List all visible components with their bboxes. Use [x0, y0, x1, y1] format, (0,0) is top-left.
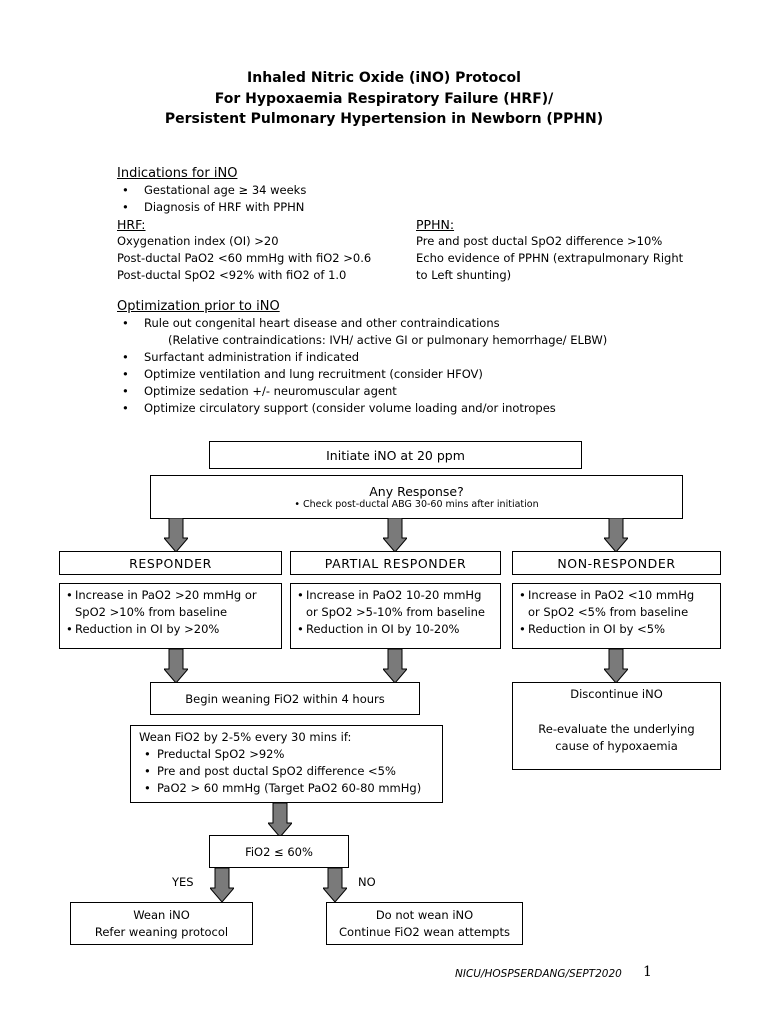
partial-criterion: Increase in PaO2 10-20 mmHg: [297, 587, 494, 604]
continue-fio2-text: Continue FiO2 wean attempts: [339, 924, 510, 939]
down-arrow-icon: [383, 649, 407, 683]
wean-criterion: Preductal SpO2 >92%: [139, 746, 434, 763]
begin-weaning-text: Begin weaning FiO2 within 4 hours: [185, 691, 385, 706]
non-responder-criteria-box: Increase in PaO2 <10 mmHg or SpO2 <5% fr…: [512, 583, 721, 649]
pphn-criterion: Pre and post ductal SpO2 difference >10%: [416, 234, 663, 248]
down-arrow-icon: [604, 518, 628, 552]
begin-weaning-box: Begin weaning FiO2 within 4 hours: [150, 682, 420, 715]
wean-ino-box: Wean iNO Refer weaning protocol: [70, 902, 253, 945]
optimization-item: Optimize circulatory support (consider v…: [117, 400, 607, 417]
down-arrow-icon: [268, 803, 292, 837]
indications-heading: Indications for iNO: [117, 166, 238, 181]
fio2-check-box: FiO2 ≤ 60%: [209, 835, 349, 868]
optimization-subnote: (Relative contraindications: IVH/ active…: [168, 333, 608, 347]
optimization-item: Surfactant administration if indicated: [117, 349, 607, 366]
discontinue-text: Discontinue iNO: [570, 687, 663, 701]
no-label: NO: [358, 875, 376, 889]
optimization-list: Rule out congenital heart disease and ot…: [117, 315, 607, 417]
responder-criterion: Increase in PaO2 >20 mmHg or: [66, 587, 275, 604]
non-criterion-cont: or SpO2 <5% from baseline: [528, 605, 689, 619]
responder-criteria-box: Increase in PaO2 >20 mmHg or SpO2 >10% f…: [59, 583, 282, 649]
wean-fio2-heading: Wean FiO2 by 2-5% every 30 mins if:: [139, 730, 352, 744]
non-criterion: Reduction in OI by <5%: [519, 621, 714, 638]
wean-criterion: PaO2 > 60 mmHg (Target PaO2 60-80 mmHg): [139, 780, 434, 797]
document-title-line3: Persistent Pulmonary Hypertension in New…: [164, 111, 604, 127]
indication-item: Gestational age ≥ 34 weeks: [117, 182, 306, 199]
responder-criterion-cont: SpO2 >10% from baseline: [75, 605, 228, 619]
initiate-ino-text: Initiate iNO at 20 ppm: [326, 447, 465, 463]
fio2-check-text: FiO2 ≤ 60%: [245, 844, 313, 859]
page-number: 1: [643, 964, 652, 980]
any-response-text: Any Response?: [369, 484, 464, 499]
optimization-item: Rule out congenital heart disease and ot…: [117, 315, 607, 332]
check-abg-text: • Check post-ductal ABG 30-60 mins after…: [294, 499, 539, 510]
any-response-box: Any Response? • Check post-ductal ABG 30…: [150, 475, 683, 519]
document-title-line1: Inhaled Nitric Oxide (iNO) Protocol: [247, 70, 521, 86]
reevaluate-text: Re-evaluate the underlying: [538, 722, 695, 736]
responder-header: RESPONDER: [59, 551, 282, 575]
hrf-criterion: Post-ductal PaO2 <60 mmHg with fiO2 >0.6: [117, 251, 372, 265]
optimization-item: Optimize sedation +/- neuromuscular agen…: [117, 383, 607, 400]
down-arrow-icon: [383, 518, 407, 552]
do-not-wean-text: Do not wean iNO: [375, 907, 474, 922]
down-arrow-icon: [164, 518, 188, 552]
optimization-heading: Optimization prior to iNO: [117, 299, 280, 314]
partial-responder-criteria-box: Increase in PaO2 10-20 mmHg or SpO2 >5-1…: [290, 583, 501, 649]
responder-label: RESPONDER: [129, 555, 212, 571]
refer-weaning-text: Refer weaning protocol: [94, 924, 229, 939]
pphn-heading: PPHN:: [416, 217, 455, 232]
down-arrow-icon: [210, 868, 234, 902]
wean-criterion: Pre and post ductal SpO2 difference <5%: [139, 763, 434, 780]
down-arrow-icon: [164, 649, 188, 683]
indication-item: Diagnosis of HRF with PPHN: [117, 199, 306, 216]
wean-fio2-box: Wean FiO2 by 2-5% every 30 mins if: Pred…: [130, 725, 443, 803]
do-not-wean-box: Do not wean iNO Continue FiO2 wean attem…: [326, 902, 523, 945]
down-arrow-icon: [604, 649, 628, 683]
partial-criterion-cont: or SpO2 >5-10% from baseline: [306, 605, 485, 619]
partial-responder-header: PARTIAL RESPONDER: [290, 551, 501, 575]
non-responder-label: NON-RESPONDER: [557, 555, 676, 571]
yes-label: YES: [172, 875, 194, 889]
pphn-criterion: to Left shunting): [416, 268, 512, 282]
non-criterion: Increase in PaO2 <10 mmHg: [519, 587, 714, 604]
wean-ino-text: Wean iNO: [133, 907, 190, 922]
hrf-criterion: Post-ductal SpO2 <92% with fiO2 of 1.0: [117, 268, 347, 282]
discontinue-box: Discontinue iNO Re-evaluate the underlyi…: [512, 682, 721, 770]
initiate-ino-box: Initiate iNO at 20 ppm: [209, 441, 582, 469]
partial-criterion: Reduction in OI by 10-20%: [297, 621, 494, 638]
hrf-heading: HRF:: [117, 217, 146, 232]
hrf-criterion: Oxygenation index (OI) >20: [117, 234, 279, 248]
document-title-line2: For Hypoxaemia Respiratory Failure (HRF)…: [214, 91, 554, 107]
document-code: NICU/HOSPSERDANG/SEPT2020: [455, 968, 622, 980]
pphn-criterion: Echo evidence of PPHN (extrapulmonary Ri…: [416, 251, 684, 265]
reevaluate-text-cont: cause of hypoxaemia: [555, 739, 678, 753]
wean-criteria-list: Preductal SpO2 >92% Pre and post ductal …: [139, 746, 434, 797]
down-arrow-icon: [323, 868, 347, 902]
optimization-item: Optimize ventilation and lung recruitmen…: [117, 366, 607, 383]
partial-responder-label: PARTIAL RESPONDER: [324, 555, 467, 571]
non-responder-header: NON-RESPONDER: [512, 551, 721, 575]
indications-list: Gestational age ≥ 34 weeks Diagnosis of …: [117, 182, 306, 216]
responder-criterion: Reduction in OI by >20%: [66, 621, 275, 638]
